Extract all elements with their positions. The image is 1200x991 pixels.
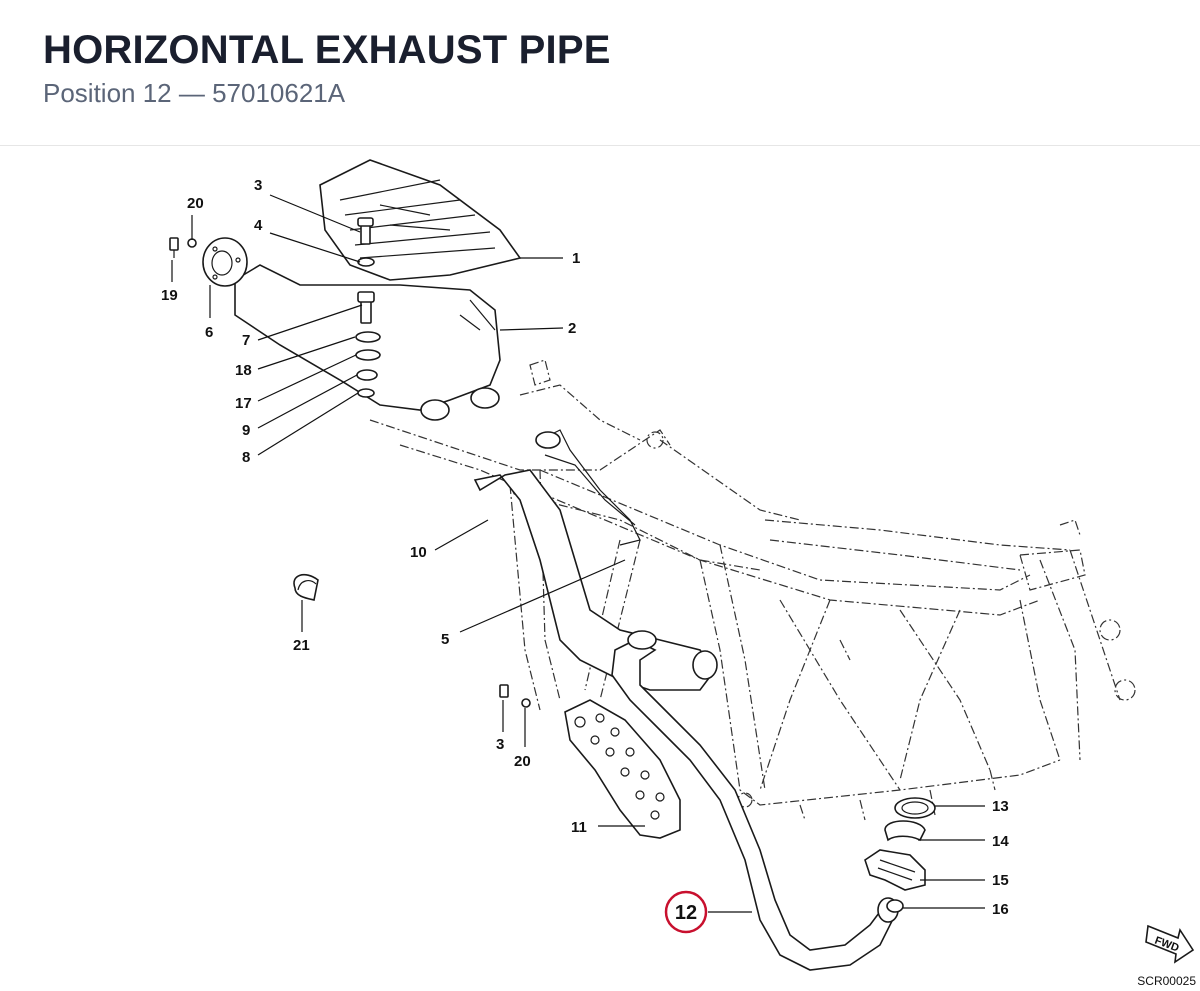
callout-9: 9: [242, 422, 250, 439]
page-header: HORIZONTAL EXHAUST PIPE Position 12 — 57…: [0, 0, 1200, 146]
callout-19: 19: [161, 287, 178, 304]
callout-14: 14: [992, 833, 1009, 850]
callout-11: 11: [571, 819, 587, 836]
perforated-heat-guard-part: [499, 684, 681, 839]
callout-5: 5: [441, 631, 449, 648]
drawing-code: SCR00025: [1137, 974, 1196, 988]
vertical-exhaust-pipe-part: [473, 429, 718, 691]
callout-21: 21: [293, 637, 310, 654]
end-cap-part: [202, 237, 248, 287]
clamp-part: [293, 573, 319, 601]
callout-3-lower: 3: [496, 736, 504, 753]
callout-16: 16: [992, 901, 1009, 918]
callout-8: 8: [242, 449, 250, 466]
callout-13: 13: [992, 798, 1009, 815]
highlighted-callout-12[interactable]: 12: [664, 890, 708, 934]
page-title: HORIZONTAL EXHAUST PIPE: [43, 28, 611, 72]
callout-12[interactable]: 12: [675, 902, 697, 924]
motorcycle-frame: [369, 359, 1136, 821]
callout-15: 15: [992, 872, 1009, 889]
callout-labels: 3 4 1 2 20 19 6 7 18 17 9 8 10 5 21 3 20…: [161, 177, 1009, 918]
callout-4: 4: [254, 217, 263, 234]
callout-1: 1: [572, 250, 580, 267]
highlight-ring[interactable]: [664, 890, 708, 934]
callout-17: 17: [235, 395, 252, 412]
callout-3: 3: [254, 177, 262, 194]
callout-20-lower: 20: [514, 753, 531, 770]
clamp-assembly-part: [864, 797, 936, 913]
page-subtitle: Position 12 — 57010621A: [43, 78, 346, 108]
forward-arrow-icon: FWD: [1145, 924, 1195, 964]
callout-18: 18: [235, 362, 252, 379]
callout-2: 2: [568, 320, 576, 337]
callout-20: 20: [187, 195, 204, 212]
callout-6: 6: [205, 324, 213, 341]
heat-shield-part: [319, 159, 522, 281]
callout-10: 10: [410, 544, 427, 561]
callout-7: 7: [242, 332, 250, 349]
leader-lines: [171, 194, 985, 913]
